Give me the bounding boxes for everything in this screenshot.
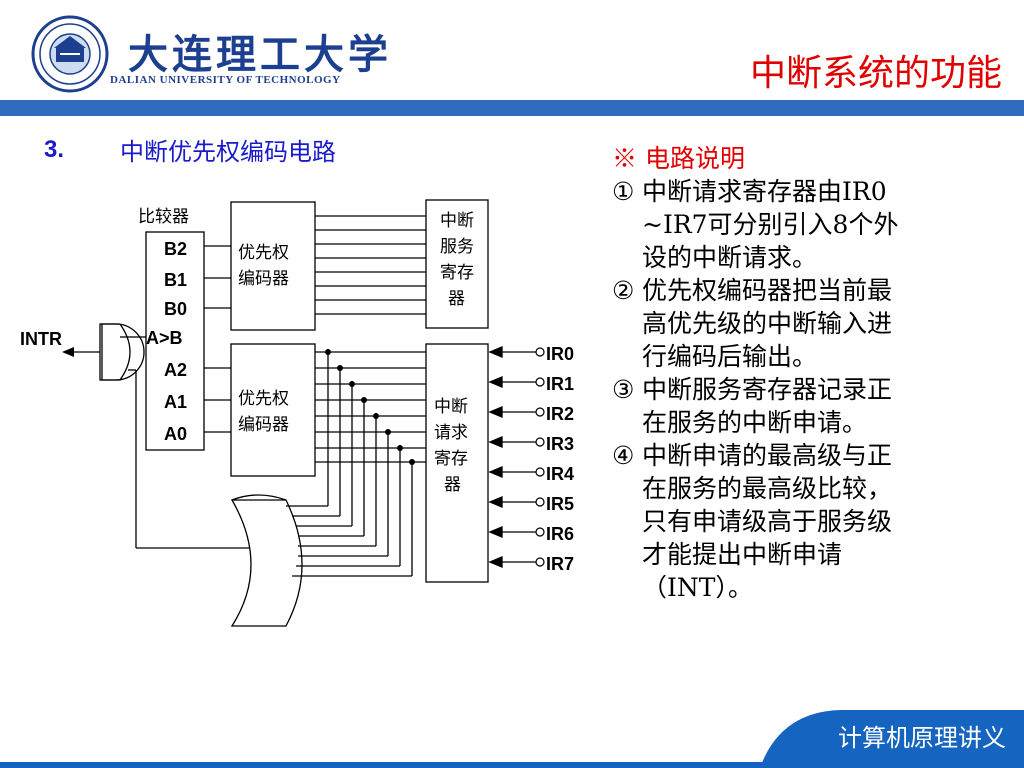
note-item: ④ 中断申请的最高级与正 在服务的最高级比较， 只有申请级高于服务级 才能提出中… [612, 439, 1002, 604]
comparator-pin-b0: B0 [164, 299, 187, 319]
note-number: ③ [612, 375, 635, 404]
note-item: ③ 中断服务寄存器记录正 在服务的中断申请。 [612, 373, 1002, 439]
isr-line4: 器 [448, 289, 465, 309]
note-text: 中断请求寄存器由IR0 ~IR7可分别引入8个外 设的中断请求。 [642, 177, 899, 272]
irr-line1: 中断 [434, 397, 468, 417]
page-title: 中断系统的功能 [749, 53, 1002, 94]
note-text: 优先权编码器把当前最 高优先级的中断输入进 行编码后输出。 [642, 276, 893, 371]
comparator-label: 比较器 [138, 207, 189, 227]
note-item: ② 优先权编码器把当前最 高优先级的中断输入进 行编码后输出。 [612, 274, 1002, 373]
priority-encoder-circuit-diagram: B2 B1 B0 A>B A2 A1 A0 INTR IR0 IR1 IR2 I… [20, 199, 574, 627]
header-divider-bar [0, 100, 1024, 116]
irr-line4: 器 [444, 475, 461, 495]
footer-banner [0, 710, 1024, 768]
comparator-pin-a2: A2 [164, 360, 187, 380]
note-item: ① 中断请求寄存器由IR0 ~IR7可分别引入8个外 设的中断请求。 [612, 175, 1002, 274]
irr-line2: 请求 [434, 423, 468, 443]
notes-heading: ※ 电路说明 [612, 144, 745, 173]
footer-text: 计算机原理讲义 [838, 724, 1006, 752]
irr-line3: 寄存 [434, 449, 468, 469]
university-seal-icon [30, 14, 120, 98]
encoder-bottom-line1: 优先权 [238, 389, 289, 409]
intr-output-label: INTR [20, 329, 62, 349]
encoder-bottom-line2: 编码器 [238, 415, 289, 435]
note-number: ④ [612, 441, 635, 470]
university-name: 大连理工大学 [128, 31, 392, 78]
isr-line2: 服务 [440, 237, 474, 257]
isr-line1: 中断 [440, 211, 474, 231]
ir2-label: IR2 [546, 404, 574, 424]
encoder-top-line1: 优先权 [238, 243, 289, 263]
ir3-label: IR3 [546, 434, 574, 454]
isr-line3: 寄存 [440, 263, 474, 283]
comparator-pin-b2: B2 [164, 239, 187, 259]
header: 大连理工大学 DALIAN UNIVERSITY OF TECHNOLOGY 中… [0, 0, 1024, 100]
ir6-label: IR6 [546, 524, 574, 544]
note-text: 中断申请的最高级与正 在服务的最高级比较， 只有申请级高于服务级 才能提出中断申… [642, 441, 893, 602]
note-text: 中断服务寄存器记录正 在服务的中断申请。 [642, 375, 893, 437]
encoder-top-line2: 编码器 [238, 269, 289, 289]
comparator-pin-b1: B1 [164, 270, 187, 290]
ir0-label: IR0 [546, 344, 574, 364]
ir5-label: IR5 [546, 494, 574, 514]
university-english-name: DALIAN UNIVERSITY OF TECHNOLOGY [110, 74, 341, 86]
circuit-notes: ※ 电路说明 ① 中断请求寄存器由IR0 ~IR7可分别引入8个外 设的中断请求… [612, 142, 1002, 604]
section-number: 3. [44, 136, 65, 163]
note-number: ② [612, 276, 635, 305]
note-number: ① [612, 177, 635, 206]
comparator-pin-a1: A1 [164, 392, 187, 412]
comparator-pin-a0: A0 [164, 424, 187, 444]
ir1-label: IR1 [546, 374, 574, 394]
comparator-pin-a-gt-b: A>B [146, 328, 183, 348]
ir7-label: IR7 [546, 554, 574, 574]
ir4-label: IR4 [546, 464, 574, 484]
section-title: 中断优先权编码电路 [120, 138, 336, 166]
